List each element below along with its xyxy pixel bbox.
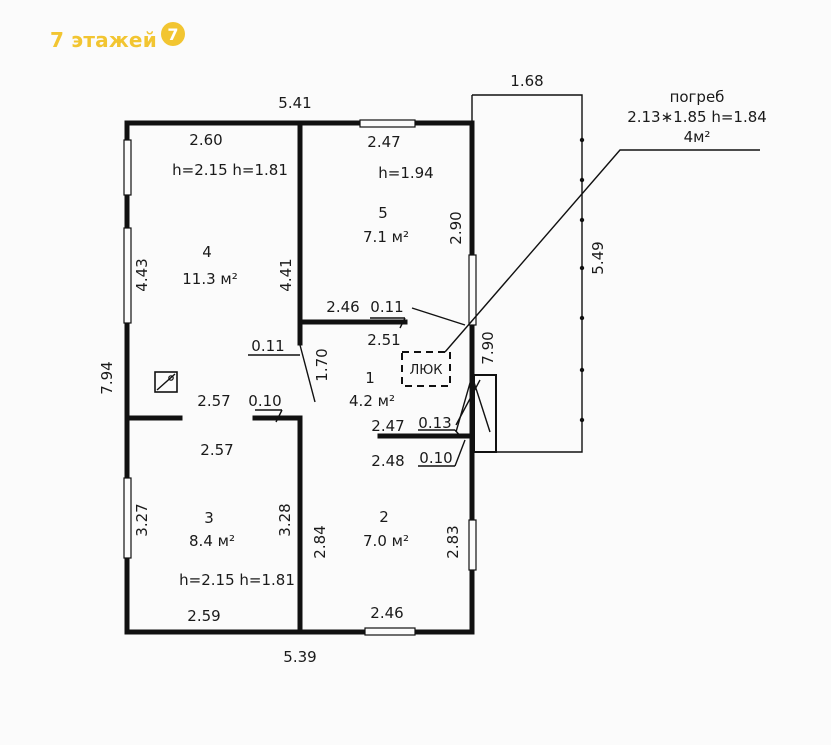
logo-badge-icon: 7 (160, 22, 185, 46)
logo-text: 7 этажей (50, 28, 157, 52)
room-4-side-left: 4.43 (133, 258, 151, 291)
room-5: 2.47 h=1.94 5 7.1 м² 2.90 2.46 0.11 (326, 133, 465, 316)
windows (123, 119, 477, 636)
dim-right: 7.90 (479, 331, 497, 364)
window-left-lower (123, 477, 132, 559)
outer-walls (124, 120, 475, 635)
window-right-lower (468, 519, 477, 571)
dim-top: 5.41 (278, 94, 311, 112)
room-2-wall: 0.10 (419, 449, 452, 467)
window-left-upper (123, 139, 132, 196)
room-1-number: 1 (365, 369, 375, 387)
dim-left: 7.94 (98, 361, 116, 394)
room-5-area: 7.1 м² (363, 228, 409, 246)
room-2-side-left: 2.84 (311, 525, 329, 558)
cellar (471, 94, 585, 453)
room-1-width-top: 2.51 (367, 331, 400, 349)
room-5-height: h=1.94 (378, 164, 433, 182)
cellar-top-dim: 1.68 (510, 72, 543, 90)
dim-bottom: 5.39 (283, 648, 316, 666)
room-1-wall-bottom: 0.13 (418, 414, 451, 432)
room-1: 2.51 1.70 0.11 1 4.2 м² 2.47 0.13 (251, 331, 451, 435)
room-3-heights: h=2.15 h=1.81 (179, 571, 295, 589)
room-5-width-top: 2.47 (367, 133, 400, 151)
cellar-side-dim: 5.49 (589, 241, 607, 274)
doors (299, 344, 497, 453)
room-2: 2.48 0.10 2 7.0 м² 2.84 2.83 2.46 (311, 449, 462, 622)
hatch-box (401, 351, 451, 387)
cellar-name: погреб (670, 88, 725, 106)
room-1-wall-left: 0.11 (251, 337, 284, 355)
room-5-width-bottom: 2.46 (326, 298, 359, 316)
room-5-side-right: 2.90 (447, 211, 465, 244)
room-2-number: 2 (379, 508, 389, 526)
window-left-mid (123, 227, 132, 324)
room-3-area: 8.4 м² (189, 532, 235, 550)
room-4-number: 4 (202, 243, 212, 261)
interior-walls (124, 120, 475, 635)
cellar-size: 2.13∗1.85 h=1.84 (627, 108, 767, 126)
window-top (359, 119, 416, 128)
room-3-width-top: 2.57 (200, 441, 233, 459)
room-3-side-left: 3.27 (133, 503, 151, 536)
room-3-width-bottom: 2.59 (187, 607, 220, 625)
room-4-side-right: 4.41 (277, 258, 295, 291)
room-1-width-bottom: 2.47 (371, 417, 404, 435)
room-5-number: 5 (378, 204, 388, 222)
hatch-label: ЛЮК (409, 363, 442, 378)
room-5-wall: 0.11 (370, 298, 403, 316)
room-2-side-right: 2.83 (444, 525, 462, 558)
room-2-width-bottom: 2.46 (370, 604, 403, 622)
room-3-side-right: 3.28 (276, 503, 294, 536)
room-4-width-top: 2.60 (189, 131, 222, 149)
room-2-width-top: 2.48 (371, 452, 404, 470)
room-4-wall: 0.10 (248, 392, 281, 410)
room-1-side: 1.70 (313, 348, 331, 381)
room-4-width-bottom: 2.57 (197, 392, 230, 410)
cellar-area: 4м² (684, 128, 711, 146)
window-right-upper (468, 254, 477, 326)
room-4-heights: h=2.15 h=1.81 (172, 161, 288, 179)
room-3: 2.57 3 8.4 м² 3.27 3.28 h=2.15 h=1.81 2.… (133, 441, 295, 625)
room-2-area: 7.0 м² (363, 532, 409, 550)
room-4: 2.60 h=2.15 h=1.81 4 11.3 м² 4.43 4.41 2… (133, 131, 295, 410)
room-4-area: 11.3 м² (182, 270, 238, 288)
window-bottom (364, 627, 416, 636)
room-3-number: 3 (204, 509, 214, 527)
logo: 7 этажей 7 (50, 22, 185, 52)
leader-lines (248, 149, 760, 467)
stove-icon (154, 371, 178, 393)
room-1-area: 4.2 м² (349, 392, 395, 410)
